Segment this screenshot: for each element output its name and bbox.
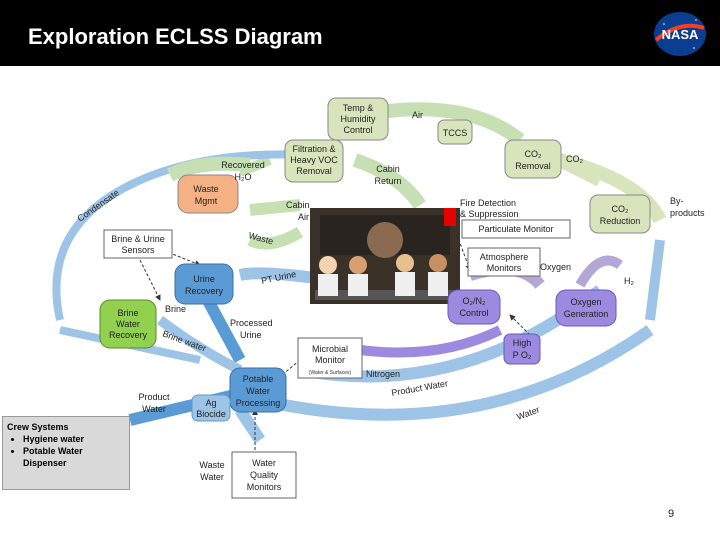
crew-systems-item: Potable Water Dispenser: [23, 445, 125, 469]
brine-label: Brine: [165, 304, 186, 314]
nitrogen-label: Nitrogen: [366, 369, 400, 379]
fire-detection-label: Fire Detection& Suppression: [460, 198, 519, 219]
svg-text:(Water & Surfaces): (Water & Surfaces): [309, 370, 352, 376]
crew-photo: [310, 208, 460, 304]
svg-text:Fire Detection& Suppression: Fire Detection& Suppression: [460, 198, 519, 219]
crew-systems-item: Hygiene water: [23, 433, 125, 445]
svg-text:Particulate Monitor: Particulate Monitor: [478, 224, 553, 234]
co2-label: CO₂: [566, 154, 584, 164]
page-title: Exploration ECLSS Diagram: [28, 24, 323, 49]
crew-systems-list: Hygiene water Potable Water Dispenser: [7, 433, 125, 469]
nasa-logo-text: NASA: [662, 27, 699, 42]
header-bar: Exploration ECLSS Diagram NASA: [0, 0, 720, 66]
svg-text:TCCS: TCCS: [443, 128, 468, 138]
water-label: Water: [515, 404, 541, 421]
astronaut-icons: [318, 254, 448, 296]
oxygen-label: Oxygen: [540, 262, 571, 272]
air-label: Air: [412, 110, 423, 120]
air-flow-loop: [52, 102, 667, 321]
byproducts-label: By-products: [670, 196, 705, 218]
nasa-logo-icon: NASA: [654, 12, 706, 56]
h2-label: H₂: [624, 276, 634, 286]
condensate-label: Condensate: [75, 188, 121, 224]
fire-alarm-icon: [444, 208, 456, 226]
crew-systems-title: Crew Systems: [7, 422, 69, 432]
crew-systems-box: Crew Systems Hygiene water Potable Water…: [2, 416, 130, 490]
particulate-monitor-node[interactable]: Particulate Monitor: [461, 219, 571, 239]
product-water-right-label: Product Water: [391, 378, 449, 398]
tccs-node[interactable]: TCCS: [437, 119, 473, 145]
page-number: 9: [668, 508, 675, 520]
